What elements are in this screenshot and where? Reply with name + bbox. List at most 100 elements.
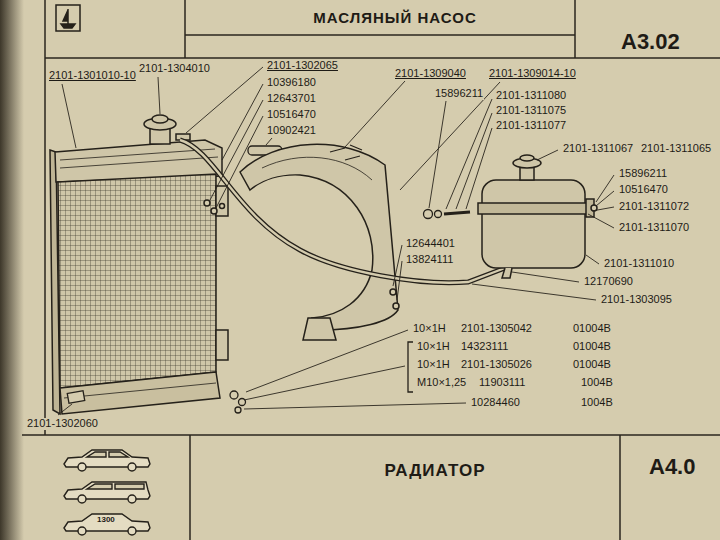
part-code: 01004В (572, 359, 612, 371)
part-number: 10516470 (266, 109, 317, 121)
leader-line (466, 128, 492, 209)
part-number: 2101-1304010 (138, 63, 211, 75)
part-number: 12644401 (405, 238, 456, 250)
row-bracket (408, 342, 413, 392)
part-number: 2101-1305042 (460, 323, 533, 335)
drawing-part (87, 452, 128, 457)
drawing-part (60, 149, 218, 168)
leader-line (400, 82, 500, 190)
drawing-part (390, 289, 396, 295)
model-icons (64, 450, 150, 535)
leader-line (397, 261, 402, 300)
leader-line (429, 101, 446, 208)
part-code: 01004В (572, 341, 612, 353)
part-code: 01004В (572, 323, 612, 335)
drawing-part (128, 463, 136, 471)
drawing-part (574, 0, 576, 58)
part-number: 2101-1309040 (394, 68, 467, 80)
drawing-part (64, 450, 150, 471)
leader-line (216, 116, 263, 208)
thread-size: 10×1Н (412, 323, 447, 335)
part-number: 2101-1311065 (640, 143, 712, 155)
leader-line (266, 138, 272, 145)
thread-size: М10×1,25 (416, 377, 467, 389)
leader-line (586, 255, 599, 264)
part-number: 14323111 (460, 341, 509, 353)
drawing-part (22, 434, 720, 436)
part-number: 15896211 (618, 168, 668, 180)
drawing-part (180, 140, 505, 283)
part-number: 11903111 (478, 377, 527, 389)
header-title: МАСЛЯНЫЙ НАСОС (312, 10, 477, 26)
section-title: РАДИАТОР (383, 462, 486, 480)
drawing-part (216, 330, 228, 360)
drawing-part (128, 527, 136, 535)
part-number: 2101-1311070 (618, 222, 690, 234)
leader-line (244, 403, 466, 409)
radiator (50, 115, 228, 414)
leader-line (345, 81, 405, 147)
part-code: 1004В (580, 397, 614, 409)
fasteners (67, 210, 470, 414)
drawing-part (303, 318, 336, 340)
part-number: 2101-1309014-10 (488, 68, 577, 80)
drawing-part (435, 211, 442, 218)
thread-size: 10×1Н (416, 341, 451, 353)
drawing-part (185, 34, 575, 36)
expansion-tank (478, 155, 597, 278)
drawing-part (180, 140, 505, 283)
part-number: 10396180 (266, 77, 317, 89)
drawing-part (189, 435, 191, 540)
drawing-part (60, 372, 220, 414)
sheet-code: A3.02 (620, 30, 681, 53)
leader-line (222, 84, 263, 160)
drawing-part (64, 450, 150, 467)
drawing-part (235, 407, 241, 413)
drawing-part (520, 155, 534, 161)
drawing-part (262, 157, 372, 180)
sheet-code: A4.0 (648, 455, 696, 478)
model-badge: 1300 (96, 516, 116, 524)
drawing-part (619, 435, 621, 540)
part-number: 2101-1303095 (600, 294, 673, 306)
leader-line (210, 100, 263, 200)
drawing-part (64, 383, 216, 398)
drawing-part (128, 495, 136, 503)
drawing-part (87, 484, 144, 489)
part-number: 12170690 (583, 276, 634, 288)
leader-line (158, 77, 160, 114)
drawing-part (58, 174, 216, 388)
part-number: 2101-1311010 (603, 258, 675, 270)
leader-line (62, 84, 76, 148)
part-number: 2101-1311067 (562, 143, 634, 155)
leader-line (58, 404, 72, 415)
leader-line (446, 99, 492, 209)
part-number: 10284460 (470, 397, 521, 409)
drawing-part (64, 514, 150, 531)
drawing-part (240, 144, 398, 330)
part-number: 2101-1311080 (495, 90, 567, 102)
part-number: 2101-1311077 (495, 120, 567, 132)
drawing-part (482, 180, 585, 268)
leader-line (393, 245, 402, 286)
drawing-part (502, 268, 512, 278)
part-number: 2101-1301010-10 (48, 70, 137, 82)
part-number: 2101-1311072 (618, 201, 690, 213)
drawing-part (64, 482, 150, 503)
drawing-part (408, 342, 413, 392)
leader-line (244, 366, 405, 400)
part-number: 2101-1302060 (26, 418, 99, 430)
part-code: 1004В (580, 377, 614, 389)
part-number: 2101-1305026 (460, 359, 533, 371)
leader-line (512, 272, 579, 282)
drawing-part (424, 210, 433, 219)
drawing-part (216, 186, 228, 216)
drawing-part (61, 9, 75, 28)
drawing-part (56, 5, 80, 31)
drawing-part (230, 391, 238, 399)
part-number: 12643701 (266, 93, 317, 105)
drawing-part (184, 0, 186, 58)
part-number: 2101-1311075 (495, 105, 567, 117)
leader-line (472, 284, 596, 300)
